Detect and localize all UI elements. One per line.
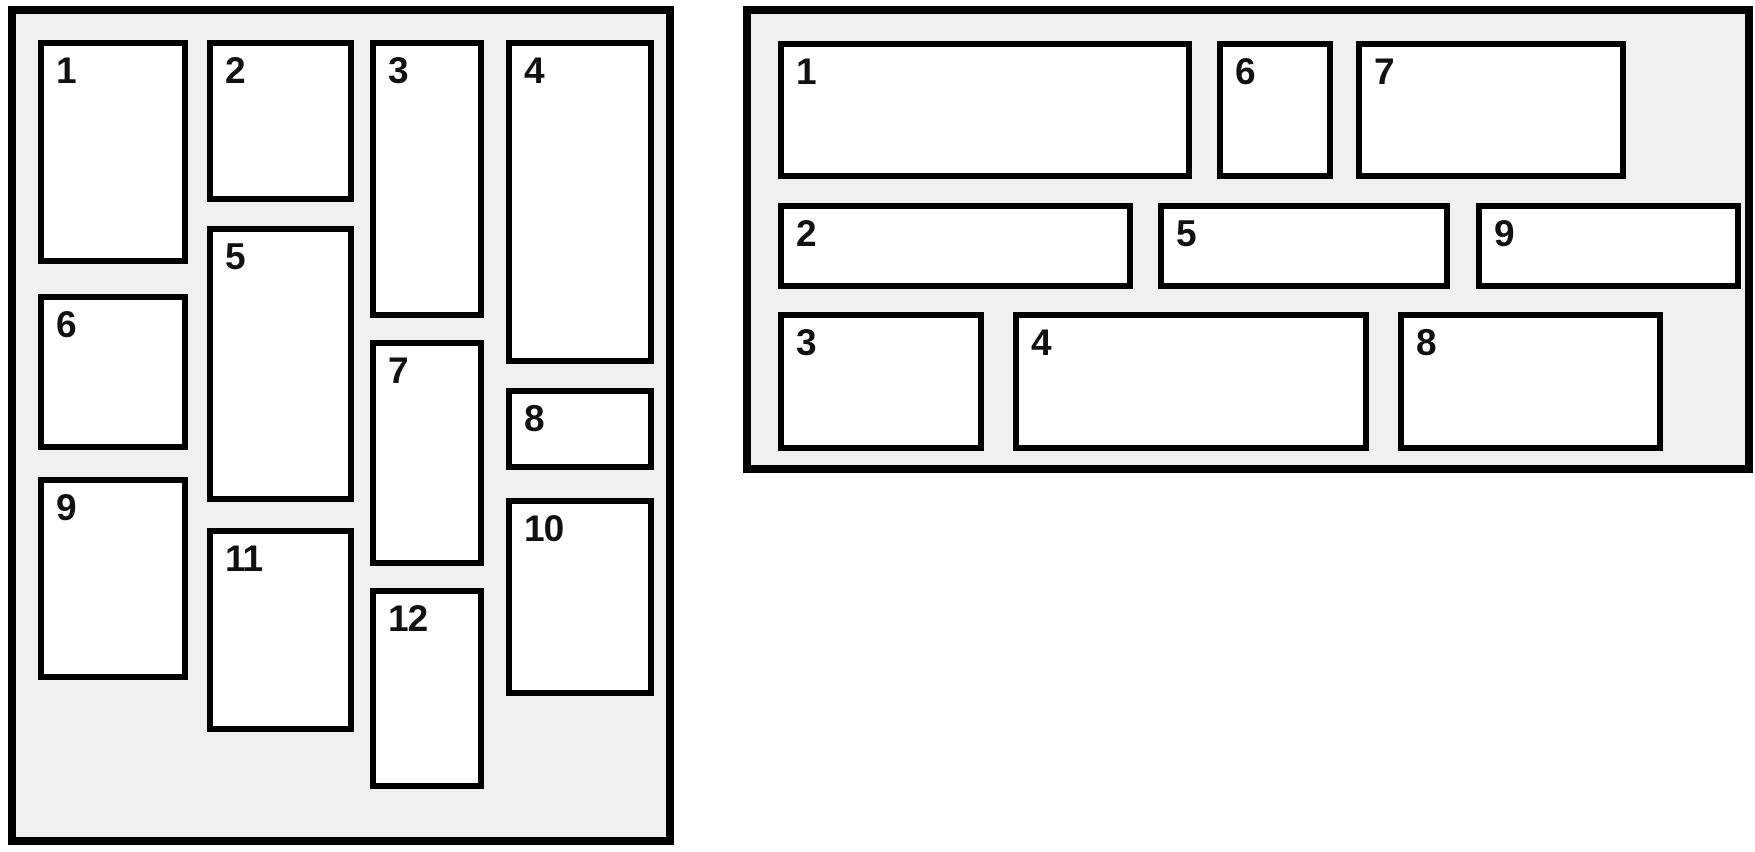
box-label: 7	[388, 350, 409, 391]
box-label: 12	[388, 598, 428, 639]
left-box-4: 4	[506, 40, 654, 364]
left-box-3: 3	[370, 40, 484, 318]
left-box-1: 1	[38, 40, 188, 264]
right-box-4: 4	[1013, 312, 1369, 451]
box-label: 9	[56, 487, 77, 528]
left-box-8: 8	[506, 388, 654, 470]
box-label: 4	[1031, 322, 1052, 363]
left-box-2: 2	[207, 40, 354, 202]
left-box-5: 5	[207, 226, 354, 502]
right-box-6: 6	[1217, 41, 1333, 179]
box-label: 8	[524, 398, 545, 439]
right-box-9: 9	[1476, 203, 1741, 289]
left-box-10: 10	[506, 498, 654, 696]
right-box-8: 8	[1398, 312, 1663, 451]
box-label: 7	[1374, 51, 1395, 92]
left-box-7: 7	[370, 340, 484, 566]
right-box-2: 2	[778, 203, 1133, 289]
right-box-3: 3	[778, 312, 984, 451]
box-label: 6	[56, 304, 77, 345]
box-label: 5	[225, 236, 246, 277]
box-label: 3	[388, 50, 409, 91]
right-box-1: 1	[778, 41, 1192, 179]
right-box-7: 7	[1356, 41, 1626, 179]
box-label: 1	[56, 50, 77, 91]
left-box-11: 11	[207, 528, 354, 732]
left-box-6: 6	[38, 294, 188, 450]
vertical-masonry-panel: 1 2 3 4 5 6 7 8 9 10 11 12	[8, 6, 674, 845]
left-box-9: 9	[38, 477, 188, 680]
box-label: 2	[796, 213, 817, 254]
box-label: 11	[225, 538, 263, 579]
box-label: 4	[524, 50, 545, 91]
horizontal-masonry-panel: 1 2 3 4 5 6 7 8 9	[743, 6, 1753, 473]
box-label: 5	[1176, 213, 1197, 254]
box-label: 6	[1235, 51, 1256, 92]
left-box-12: 12	[370, 588, 484, 789]
box-label: 1	[796, 51, 817, 92]
box-label: 9	[1494, 213, 1515, 254]
right-box-5: 5	[1158, 203, 1450, 289]
box-label: 10	[524, 508, 564, 549]
box-label: 2	[225, 50, 246, 91]
box-label: 3	[796, 322, 817, 363]
box-label: 8	[1416, 322, 1437, 363]
